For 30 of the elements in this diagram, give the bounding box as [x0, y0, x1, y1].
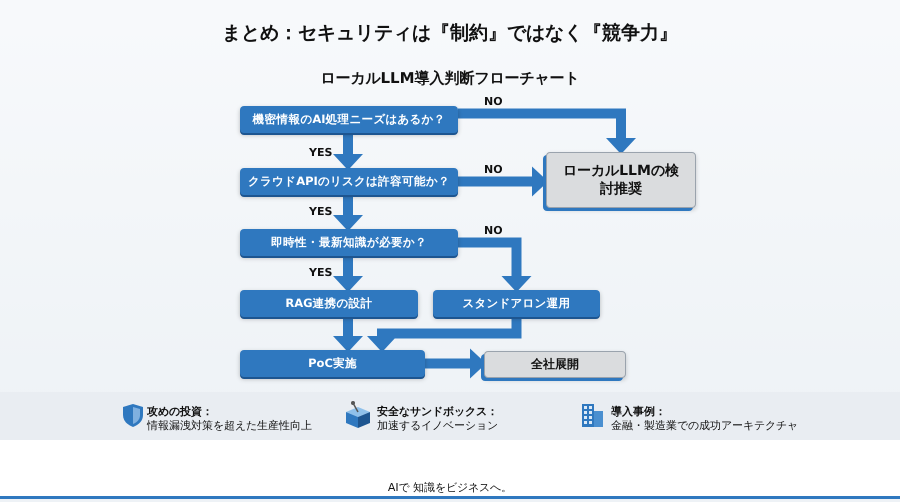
tagline: AIで 知識をビジネスへ。 [386, 480, 514, 495]
process-box: クラウドAPIのリスクは許容可能か？ [240, 168, 458, 195]
result-box: 全社展開 [484, 351, 626, 378]
process-box: 機密情報のAI処理ニーズはあるか？ [240, 106, 458, 133]
process-box: スタンドアロン運用 [433, 290, 600, 317]
note-heading: 安全なサンドボックス： [377, 404, 498, 419]
arrow [458, 108, 636, 154]
process-box: PoC実施 [240, 350, 425, 377]
note-text: 情報漏洩対策を超えた生産性向上 [147, 418, 312, 433]
subtitle: ローカルLLM導入判断フローチャート [319, 69, 581, 88]
edge-label: YES [309, 146, 332, 159]
edge-label: NO [484, 224, 503, 237]
arrow [333, 133, 363, 170]
arrow [333, 256, 363, 292]
arrow [458, 238, 532, 292]
title: まとめ：セキュリティは『制約』ではなく『競争力』 [221, 21, 679, 46]
note-text: 金融・製造業での成功アーキテクチャ [611, 418, 798, 433]
edge-label: YES [309, 205, 332, 218]
result-box: ローカルLLMの検討推奨 [546, 152, 696, 208]
edge-label: NO [484, 95, 503, 108]
edge-label: YES [309, 266, 332, 279]
process-box: RAG連携の設計 [240, 290, 418, 317]
arrow [367, 317, 522, 352]
note-text: 加速するイノベーション [377, 418, 498, 433]
note-heading: 攻めの投資： [147, 404, 213, 419]
process-box: 即時性・最新知識が必要か？ [240, 229, 458, 256]
arrow [333, 195, 363, 232]
note-heading: 導入事例： [611, 404, 666, 419]
arrow [333, 317, 363, 352]
edge-label: NO [484, 163, 503, 176]
